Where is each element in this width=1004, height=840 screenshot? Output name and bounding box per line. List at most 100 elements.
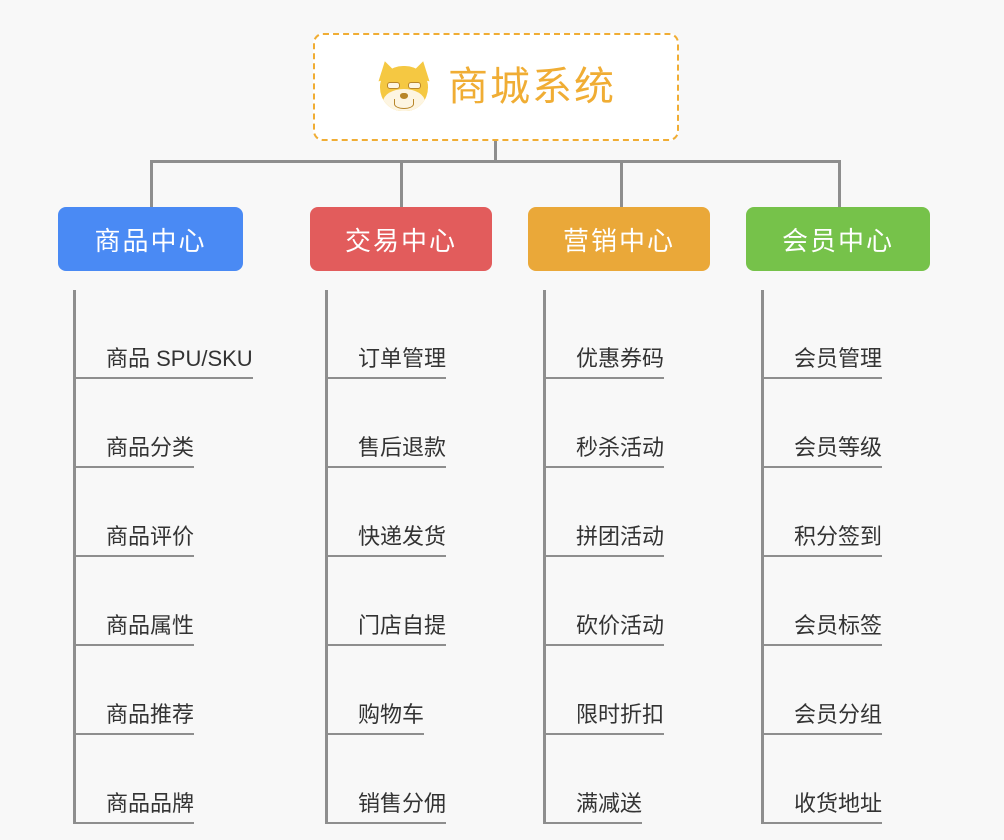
category-header-3[interactable]: 营销中心 <box>528 207 710 271</box>
leaf-connector <box>73 377 109 379</box>
dog-eye-right-icon <box>408 82 421 89</box>
leaf-item-label: 售后退款 <box>358 435 447 468</box>
leaf-item[interactable]: 秒杀活动 <box>528 379 710 468</box>
leaf-item[interactable]: 商品属性 <box>58 557 243 646</box>
leaf-item-label: 商品分类 <box>106 435 195 468</box>
leaf-connector <box>73 822 109 824</box>
leaf-connector <box>73 733 109 735</box>
leaf-item-label: 收货地址 <box>794 791 883 824</box>
leaf-item[interactable]: 限时折扣 <box>528 646 710 735</box>
leaf-item-label: 购物车 <box>358 702 425 735</box>
leaf-item[interactable]: 优惠券码 <box>528 290 710 379</box>
leaf-connector <box>325 644 361 646</box>
leaf-item-label: 销售分佣 <box>358 791 447 824</box>
leaf-spine-2 <box>325 290 328 824</box>
leaf-connector <box>761 733 797 735</box>
leaf-item[interactable]: 商品 SPU/SKU <box>58 290 253 379</box>
leaf-connector <box>325 466 361 468</box>
leaf-item-label: 商品品牌 <box>106 791 195 824</box>
leaf-item[interactable]: 商品评价 <box>58 468 243 557</box>
leaf-item-label: 满减送 <box>576 791 643 824</box>
leaf-item-label: 优惠券码 <box>576 346 665 379</box>
leaf-item[interactable]: 满减送 <box>528 735 710 824</box>
leaf-connector <box>543 733 579 735</box>
leaf-connector <box>325 733 361 735</box>
leaf-item[interactable]: 积分签到 <box>746 468 930 557</box>
connector-drop-4 <box>838 160 841 208</box>
connector-horizontal-bus <box>150 160 841 163</box>
leaf-item-label: 积分签到 <box>794 524 883 557</box>
category-column-3: 营销中心优惠券码秒杀活动拼团活动砍价活动限时折扣满减送 <box>528 207 710 824</box>
dog-head-icon <box>380 66 428 111</box>
leaf-connector <box>73 466 109 468</box>
leaf-item[interactable]: 会员管理 <box>746 290 930 379</box>
leaf-list-1: 商品 SPU/SKU 商品分类商品评价商品属性商品推荐商品品牌 <box>58 290 253 824</box>
leaf-item[interactable]: 售后退款 <box>310 379 492 468</box>
leaf-item-label: 限时折扣 <box>576 702 665 735</box>
connector-drop-3 <box>620 160 623 208</box>
leaf-item[interactable]: 会员分组 <box>746 646 930 735</box>
leaf-list-3: 优惠券码秒杀活动拼团活动砍价活动限时折扣满减送 <box>528 290 710 824</box>
connector-drop-2 <box>400 160 403 208</box>
leaf-item[interactable]: 订单管理 <box>310 290 492 379</box>
root-node[interactable]: 商城系统 <box>313 33 679 141</box>
leaf-connector <box>761 377 797 379</box>
leaf-spine-4 <box>761 290 764 824</box>
leaf-spine-1 <box>73 290 76 824</box>
category-column-1: 商品中心商品 SPU/SKU 商品分类商品评价商品属性商品推荐商品品牌 <box>58 207 253 824</box>
leaf-connector <box>73 555 109 557</box>
leaf-connector <box>543 822 579 824</box>
leaf-connector <box>761 466 797 468</box>
category-column-2: 交易中心订单管理售后退款快递发货门店自提购物车销售分佣 <box>310 207 492 824</box>
leaf-item[interactable]: 会员等级 <box>746 379 930 468</box>
leaf-item-label: 门店自提 <box>358 613 447 646</box>
leaf-connector <box>325 377 361 379</box>
shiba-dog-icon <box>374 58 434 113</box>
leaf-item[interactable]: 销售分佣 <box>310 735 492 824</box>
leaf-item[interactable]: 门店自提 <box>310 557 492 646</box>
dog-eye-left-icon <box>387 82 400 89</box>
leaf-item[interactable]: 商品分类 <box>58 379 243 468</box>
leaf-item-label: 会员分组 <box>794 702 883 735</box>
leaf-item[interactable]: 收货地址 <box>746 735 930 824</box>
leaf-connector <box>325 822 361 824</box>
leaf-item-label: 会员管理 <box>794 346 883 379</box>
leaf-item-label: 商品评价 <box>106 524 195 557</box>
leaf-connector <box>543 555 579 557</box>
leaf-item[interactable]: 快递发货 <box>310 468 492 557</box>
leaf-connector <box>543 466 579 468</box>
leaf-connector <box>761 644 797 646</box>
category-header-4[interactable]: 会员中心 <box>746 207 930 271</box>
leaf-item-label: 会员标签 <box>794 613 883 646</box>
leaf-connector <box>543 377 579 379</box>
leaf-item[interactable]: 商品品牌 <box>58 735 243 824</box>
leaf-connector <box>543 644 579 646</box>
leaf-spine-3 <box>543 290 546 824</box>
leaf-list-2: 订单管理售后退款快递发货门店自提购物车销售分佣 <box>310 290 492 824</box>
connector-root-stem <box>494 141 497 162</box>
leaf-item-label: 快递发货 <box>358 524 447 557</box>
leaf-item-label: 商品推荐 <box>106 702 195 735</box>
leaf-item[interactable]: 商品推荐 <box>58 646 243 735</box>
leaf-item[interactable]: 拼团活动 <box>528 468 710 557</box>
leaf-connector <box>761 555 797 557</box>
leaf-item-label: 会员等级 <box>794 435 883 468</box>
leaf-item-label: 拼团活动 <box>576 524 665 557</box>
leaf-connector <box>73 644 109 646</box>
leaf-item-label: 商品 SPU/SKU <box>106 346 253 379</box>
category-column-4: 会员中心会员管理会员等级积分签到会员标签会员分组收货地址 <box>746 207 930 824</box>
leaf-item[interactable]: 会员标签 <box>746 557 930 646</box>
leaf-item-label: 订单管理 <box>358 346 447 379</box>
leaf-item[interactable]: 砍价活动 <box>528 557 710 646</box>
root-title: 商城系统 <box>448 65 616 109</box>
category-header-1[interactable]: 商品中心 <box>58 207 243 271</box>
dog-mouth-icon <box>394 99 414 109</box>
leaf-connector <box>325 555 361 557</box>
leaf-item-label: 商品属性 <box>106 613 195 646</box>
category-header-2[interactable]: 交易中心 <box>310 207 492 271</box>
leaf-item-label: 秒杀活动 <box>576 435 665 468</box>
leaf-list-4: 会员管理会员等级积分签到会员标签会员分组收货地址 <box>746 290 930 824</box>
connector-drop-1 <box>150 160 153 208</box>
leaf-item[interactable]: 购物车 <box>310 646 492 735</box>
